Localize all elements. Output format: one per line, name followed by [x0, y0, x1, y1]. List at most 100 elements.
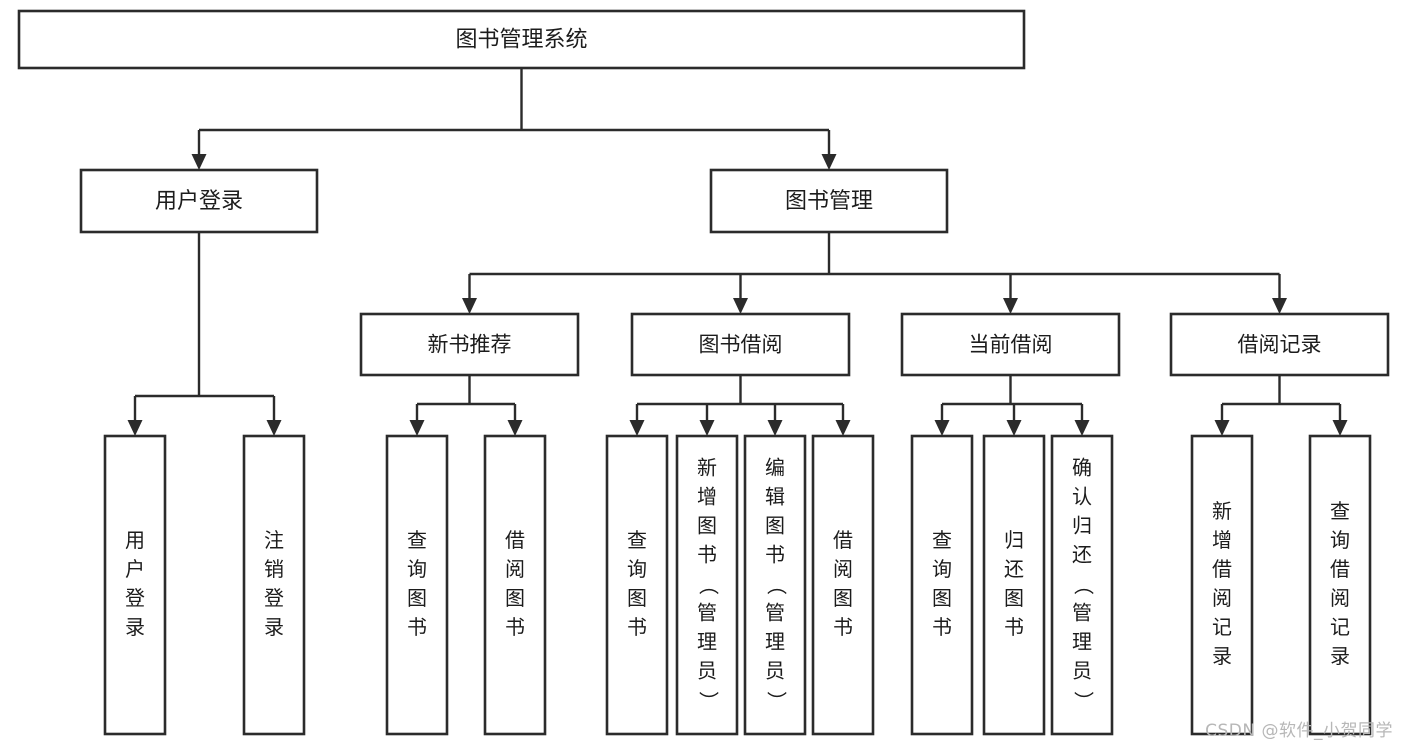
arrow-head-icon [767, 420, 783, 436]
svg-text:）: ） [765, 691, 789, 711]
arrow-head-icon [462, 298, 477, 314]
leaf-leaf-add-book-box[interactable] [675, 434, 739, 736]
svg-text:书: 书 [505, 615, 525, 639]
svg-text:书: 书 [1004, 615, 1024, 639]
node-user-login-label: 用户登录 [155, 189, 243, 214]
svg-text:询: 询 [627, 557, 647, 581]
node-book-manage[interactable]: 图书管理 [709, 168, 949, 234]
svg-text:阅: 阅 [505, 557, 525, 581]
svg-text:图: 图 [833, 586, 853, 610]
node-borrow-records-box[interactable] [1169, 312, 1390, 377]
svg-text:查: 查 [627, 528, 647, 552]
node-new-book-recommend-box[interactable] [359, 312, 580, 377]
svg-text:查: 查 [1330, 499, 1350, 523]
leaf-leaf-borrow-book-1-box[interactable] [483, 434, 547, 736]
svg-text:录: 录 [125, 615, 145, 639]
arrow-head-icon [127, 420, 143, 436]
node-user-login[interactable]: 用户登录 [79, 168, 319, 234]
svg-text:注: 注 [264, 528, 284, 552]
arrow-head-icon [1003, 298, 1018, 314]
leaf-leaf-user-login[interactable]: 用户登录 [103, 434, 167, 736]
leaf-leaf-confirm-return-box[interactable] [1050, 434, 1114, 736]
svg-text:用: 用 [125, 528, 145, 552]
svg-text:书: 书 [407, 615, 427, 639]
svg-text:登: 登 [264, 586, 284, 610]
svg-text:录: 录 [1212, 644, 1232, 668]
node-current-borrow[interactable]: 当前借阅 [900, 312, 1121, 377]
node-book-borrow-box[interactable] [630, 312, 851, 377]
svg-text:（: （ [765, 575, 789, 595]
leaf-leaf-query-record-box[interactable] [1308, 434, 1372, 736]
svg-text:记: 记 [1330, 615, 1350, 639]
svg-text:还: 还 [1072, 543, 1092, 567]
svg-text:员: 员 [697, 659, 717, 683]
svg-text:新: 新 [697, 456, 717, 480]
svg-text:编: 编 [765, 456, 785, 480]
svg-text:阅: 阅 [1330, 586, 1350, 610]
svg-text:图: 图 [765, 514, 785, 538]
arrow-head-icon [1214, 420, 1230, 436]
svg-text:新: 新 [1212, 499, 1232, 523]
node-root-box[interactable] [17, 9, 1026, 70]
leaf-leaf-user-login-label: 用户登录 [125, 528, 145, 639]
leaf-leaf-query-book-2-box[interactable] [605, 434, 669, 736]
svg-text:员: 员 [765, 659, 785, 683]
node-new-book-recommend[interactable]: 新书推荐 [359, 312, 580, 377]
node-borrow-records[interactable]: 借阅记录 [1169, 312, 1390, 377]
svg-text:认: 认 [1072, 485, 1092, 509]
node-book-manage-box[interactable] [709, 168, 949, 234]
svg-text:书: 书 [932, 615, 952, 639]
leaf-leaf-query-book-3-box[interactable] [910, 434, 974, 736]
leaf-leaf-add-record-box[interactable] [1190, 434, 1254, 736]
node-root[interactable]: 图书管理系统 [17, 9, 1026, 70]
svg-text:借: 借 [833, 528, 853, 552]
leaf-leaf-query-book-1-box[interactable] [385, 434, 449, 736]
node-user-login-box[interactable] [79, 168, 319, 234]
nodes-layer: 图书管理系统用户登录用户登录注销登录图书管理新书推荐查询图书借阅图书图书借阅查询… [17, 9, 1390, 736]
arrow-head-icon [266, 420, 282, 436]
arrow-head-icon [699, 420, 715, 436]
svg-text:录: 录 [264, 615, 284, 639]
arrow-head-icon [733, 298, 748, 314]
leaf-leaf-user-login-box[interactable] [103, 434, 167, 736]
svg-text:图: 图 [697, 514, 717, 538]
leaf-leaf-edit-book-box[interactable] [743, 434, 807, 736]
svg-text:管: 管 [765, 601, 785, 625]
arrow-head-icon [1272, 298, 1287, 314]
leaf-leaf-borrow-book-2-box[interactable] [811, 434, 875, 736]
svg-text:图: 图 [505, 586, 525, 610]
arrow-head-icon [1074, 420, 1090, 436]
svg-text:理: 理 [1072, 630, 1092, 654]
svg-text:借: 借 [1212, 557, 1232, 581]
svg-text:图: 图 [627, 586, 647, 610]
node-current-borrow-box[interactable] [900, 312, 1121, 377]
node-borrow-records-label: 借阅记录 [1238, 333, 1322, 357]
svg-text:书: 书 [627, 615, 647, 639]
node-book-borrow[interactable]: 图书借阅 [630, 312, 851, 377]
svg-text:登: 登 [125, 586, 145, 610]
arrow-head-icon [835, 420, 851, 436]
leaf-leaf-return-book-box[interactable] [982, 434, 1046, 736]
svg-text:查: 查 [407, 528, 427, 552]
leaf-leaf-user-logout-box[interactable] [242, 434, 306, 736]
